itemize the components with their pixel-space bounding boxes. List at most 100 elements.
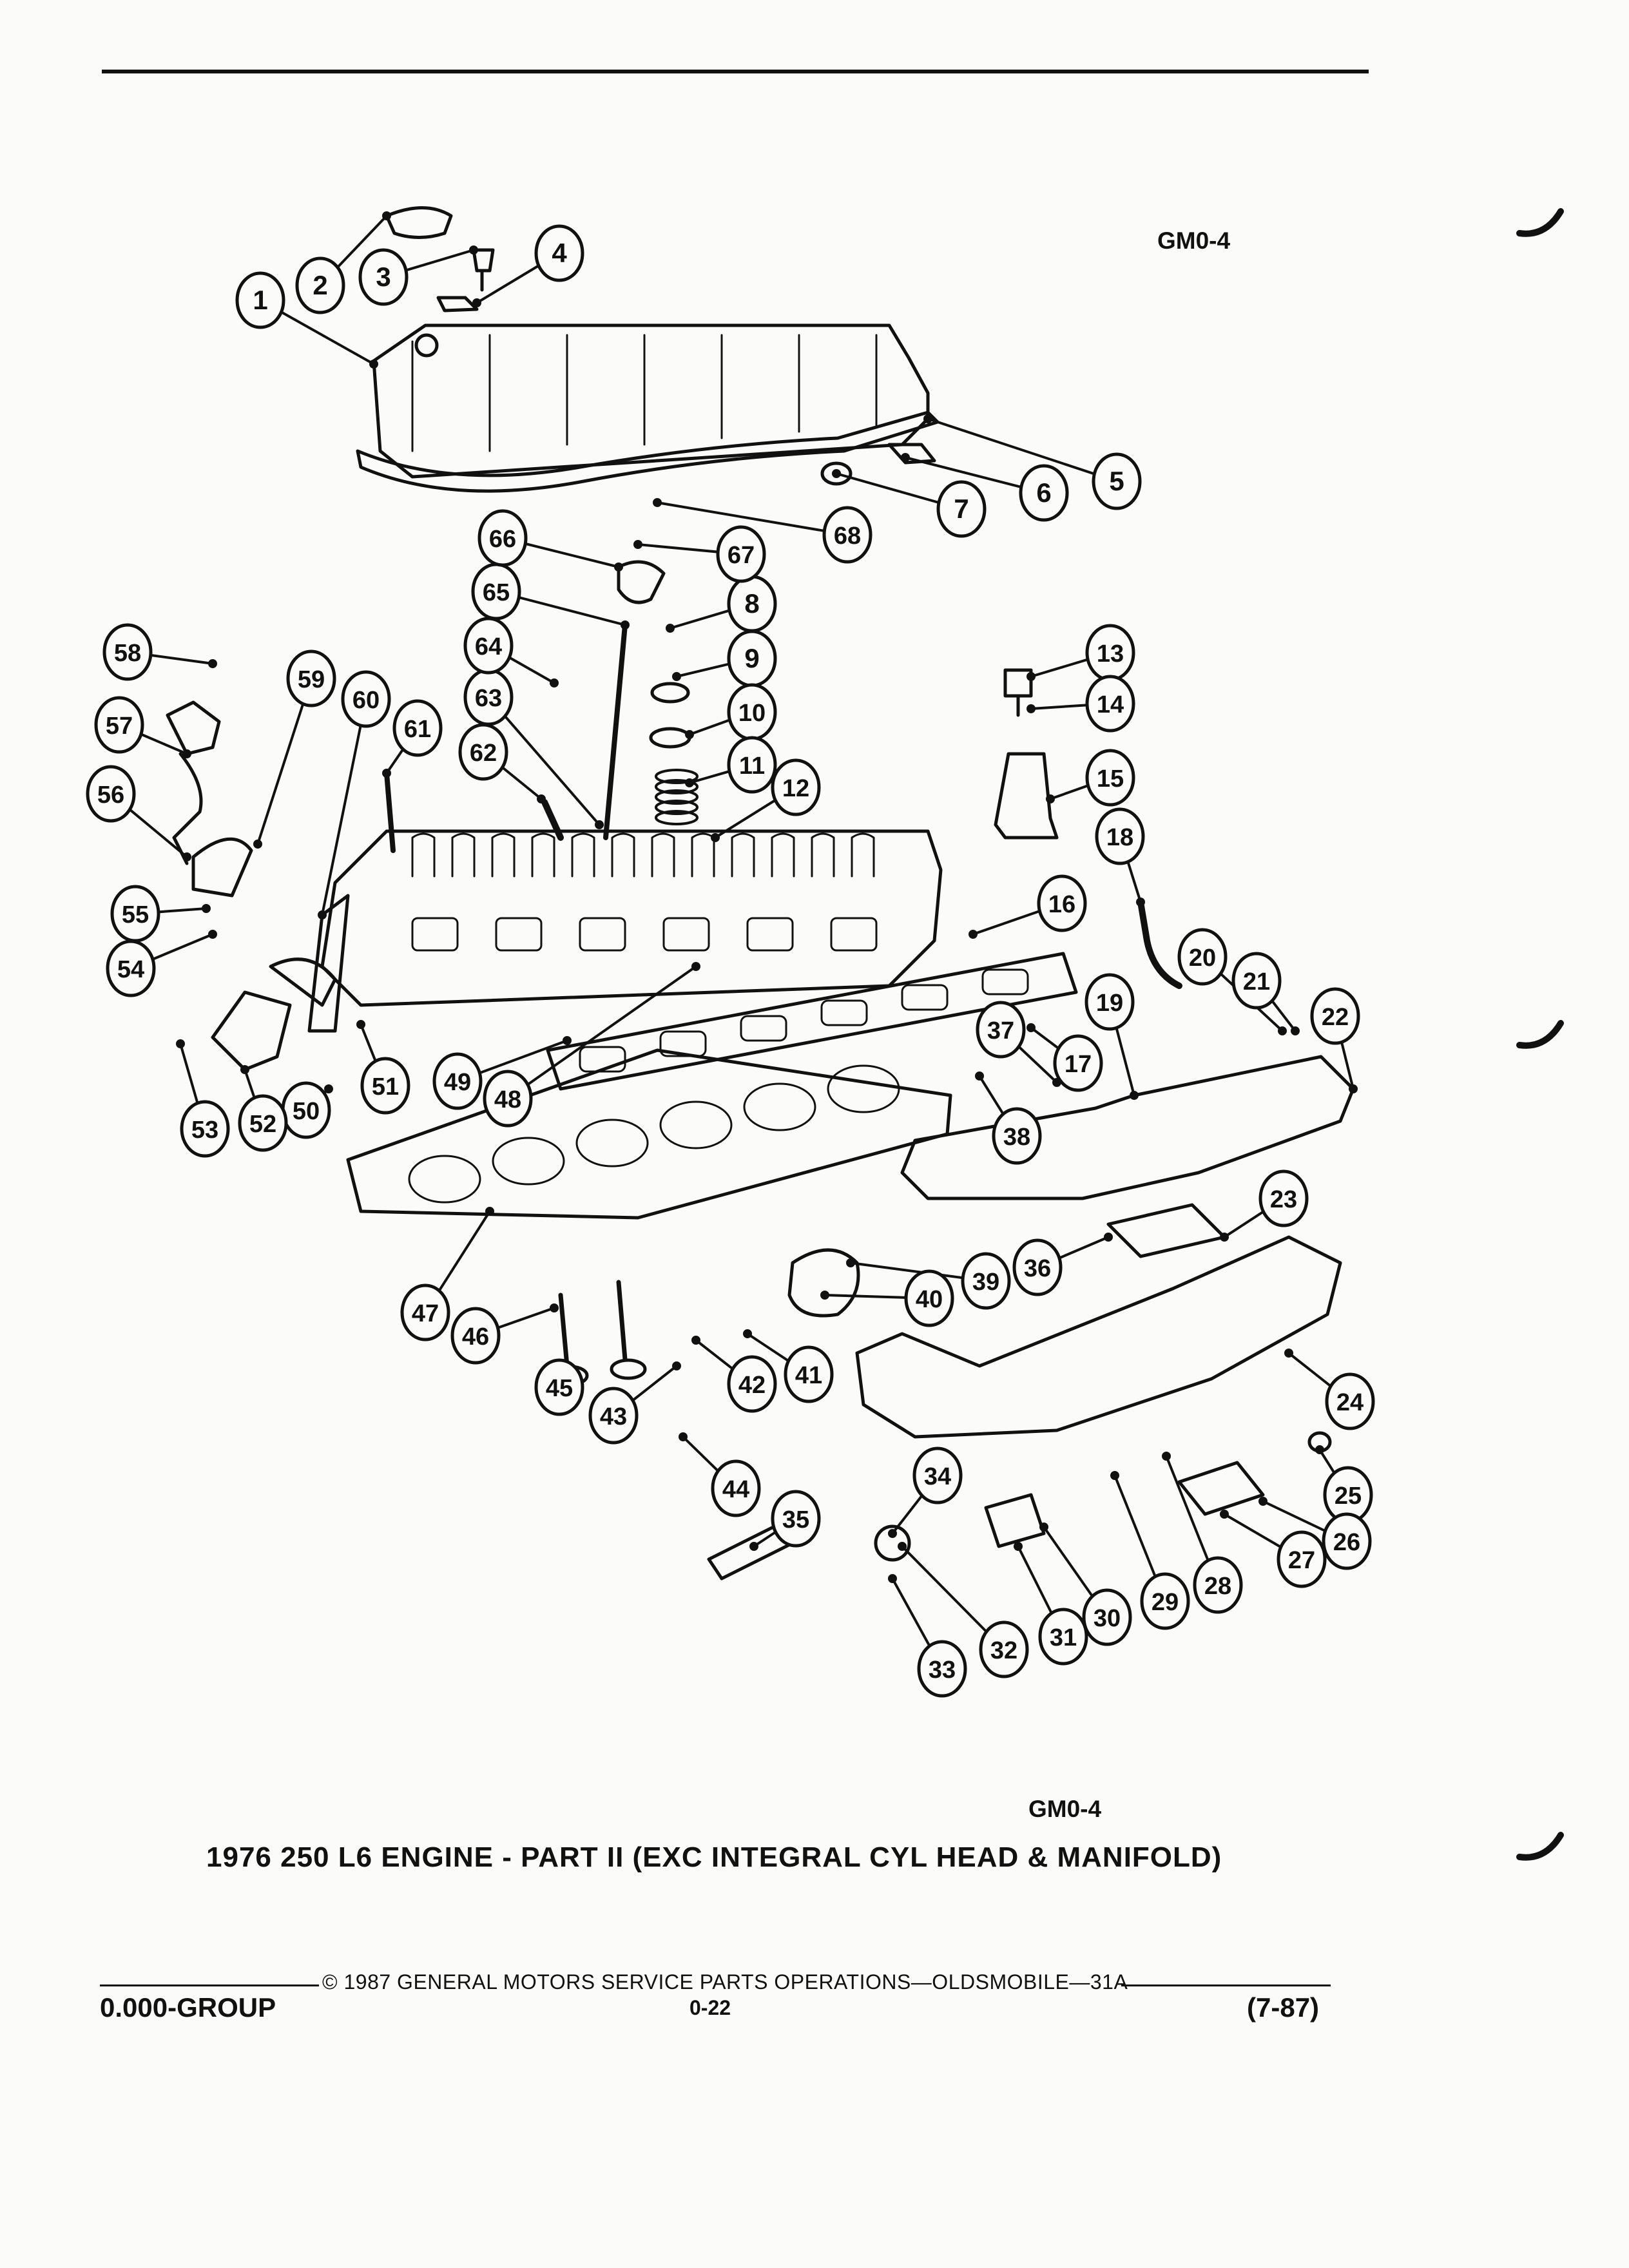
callout-51: 51 — [360, 1057, 410, 1115]
callout-circle-27 — [1277, 1530, 1327, 1588]
valve-boss-1 — [411, 832, 436, 878]
callout-circle-17 — [1053, 1034, 1103, 1092]
callout-circle-68 — [822, 506, 872, 564]
valve-boss-5 — [571, 832, 595, 878]
callout-number-53: 53 — [191, 1117, 218, 1144]
valve-housing — [984, 1493, 1046, 1548]
callout-number-3: 3 — [376, 262, 390, 292]
callout-circle-56 — [86, 765, 136, 823]
callout-arrow-12 — [711, 833, 720, 842]
copyright-line: © 1987 GENERAL MOTORS SERVICE PARTS OPER… — [322, 1970, 1128, 1994]
callout-number-21: 21 — [1243, 968, 1270, 995]
callout-41: 41 — [784, 1345, 834, 1403]
callout-arrow-42 — [691, 1336, 700, 1345]
callout-55: 55 — [110, 885, 160, 943]
callout-36: 36 — [1012, 1238, 1063, 1296]
callout-number-67: 67 — [728, 542, 755, 569]
callout-number-58: 58 — [114, 640, 141, 667]
callout-circle-14 — [1085, 675, 1135, 733]
rocker-arm — [617, 560, 666, 604]
callout-circle-21 — [1231, 952, 1282, 1010]
callout-arrow-60 — [318, 910, 327, 919]
callout-number-27: 27 — [1288, 1547, 1315, 1574]
callout-14: 14 — [1085, 675, 1135, 733]
binder-mark-bottom — [1516, 1832, 1564, 1861]
bore-5 — [743, 1082, 816, 1131]
valve-spring-coil-2 — [655, 779, 699, 794]
callout-number-28: 28 — [1204, 1573, 1231, 1600]
callout-number-11: 11 — [739, 753, 765, 780]
callout-arrow-35 — [749, 1542, 758, 1551]
callout-number-24: 24 — [1336, 1389, 1364, 1416]
callout-number-36: 36 — [1024, 1255, 1051, 1282]
callout-number-54: 54 — [117, 956, 144, 983]
callout-circle-29 — [1140, 1572, 1190, 1630]
callout-arrow-48 — [691, 962, 700, 971]
port-1 — [411, 917, 459, 952]
gasket-port-5 — [901, 984, 949, 1011]
callout-arrow-66 — [614, 562, 623, 572]
callout-number-38: 38 — [1003, 1124, 1030, 1151]
bore-3 — [575, 1119, 649, 1168]
callout-number-49: 49 — [444, 1069, 471, 1096]
callout-circle-44 — [711, 1459, 761, 1517]
callout-arrow-26 — [1258, 1497, 1268, 1506]
callout-29: 29 — [1140, 1572, 1190, 1630]
callout-number-29: 29 — [1152, 1589, 1179, 1616]
callout-21: 21 — [1231, 952, 1282, 1010]
callout-circle-3 — [358, 248, 409, 306]
callout-circle-34 — [912, 1446, 963, 1504]
callout-number-48: 48 — [494, 1086, 521, 1113]
callout-number-50: 50 — [293, 1098, 320, 1125]
callout-arrow-56 — [182, 852, 191, 861]
valve-boss-12 — [851, 832, 875, 878]
gasket-port-3 — [740, 1015, 787, 1042]
callout-60: 60 — [341, 670, 391, 728]
callout-circle-1 — [235, 271, 285, 329]
callout-31: 31 — [1038, 1608, 1088, 1666]
callout-arrow-9 — [672, 672, 681, 681]
callout-arrow-29 — [1110, 1471, 1119, 1480]
callout-number-51: 51 — [372, 1073, 399, 1100]
valve-cover-gasket — [356, 410, 940, 493]
callout-arrow-50 — [324, 1084, 333, 1093]
callout-number-20: 20 — [1189, 945, 1216, 972]
callout-arrow-36 — [1104, 1233, 1113, 1242]
valve-spring-coil-1 — [655, 769, 699, 784]
callout-11: 11 — [727, 736, 777, 794]
manifold-gasket — [546, 952, 1078, 1091]
callout-arrow-22 — [1349, 1084, 1358, 1093]
callout-number-45: 45 — [546, 1375, 573, 1402]
pushrod — [603, 622, 628, 840]
callout-circle-57 — [94, 696, 144, 754]
footer-rule-left — [100, 1984, 319, 1986]
vacuum-switch — [166, 700, 221, 756]
callout-arrow-39 — [846, 1258, 855, 1267]
port-2 — [495, 917, 543, 952]
callout-30: 30 — [1082, 1588, 1132, 1646]
valve-cover — [372, 323, 930, 479]
callout-circle-36 — [1012, 1238, 1063, 1296]
callout-32: 32 — [979, 1620, 1029, 1678]
valve-boss-9 — [731, 832, 755, 878]
spring-cap — [650, 682, 690, 704]
callout-number-66: 66 — [489, 526, 516, 553]
bore-2 — [492, 1137, 565, 1186]
callout-number-37: 37 — [987, 1017, 1014, 1044]
callout-circle-6 — [1019, 464, 1069, 522]
callout-leader-48 — [506, 965, 697, 1100]
callout-leader-63 — [487, 696, 601, 826]
callout-number-65: 65 — [483, 579, 510, 606]
binder-mark-middle — [1516, 1020, 1564, 1049]
callout-circle-37 — [976, 1001, 1026, 1059]
callout-circle-2 — [295, 256, 345, 314]
callout-leader-5 — [927, 418, 1117, 483]
callout-number-46: 46 — [462, 1323, 489, 1350]
valve-boss-10 — [771, 832, 795, 878]
callout-number-18: 18 — [1106, 824, 1133, 851]
callout-number-33: 33 — [929, 1657, 956, 1684]
grommet — [820, 461, 853, 486]
callout-circle-16 — [1037, 874, 1087, 932]
footer-rule-right — [1121, 1984, 1331, 1986]
callout-37: 37 — [976, 1001, 1026, 1059]
